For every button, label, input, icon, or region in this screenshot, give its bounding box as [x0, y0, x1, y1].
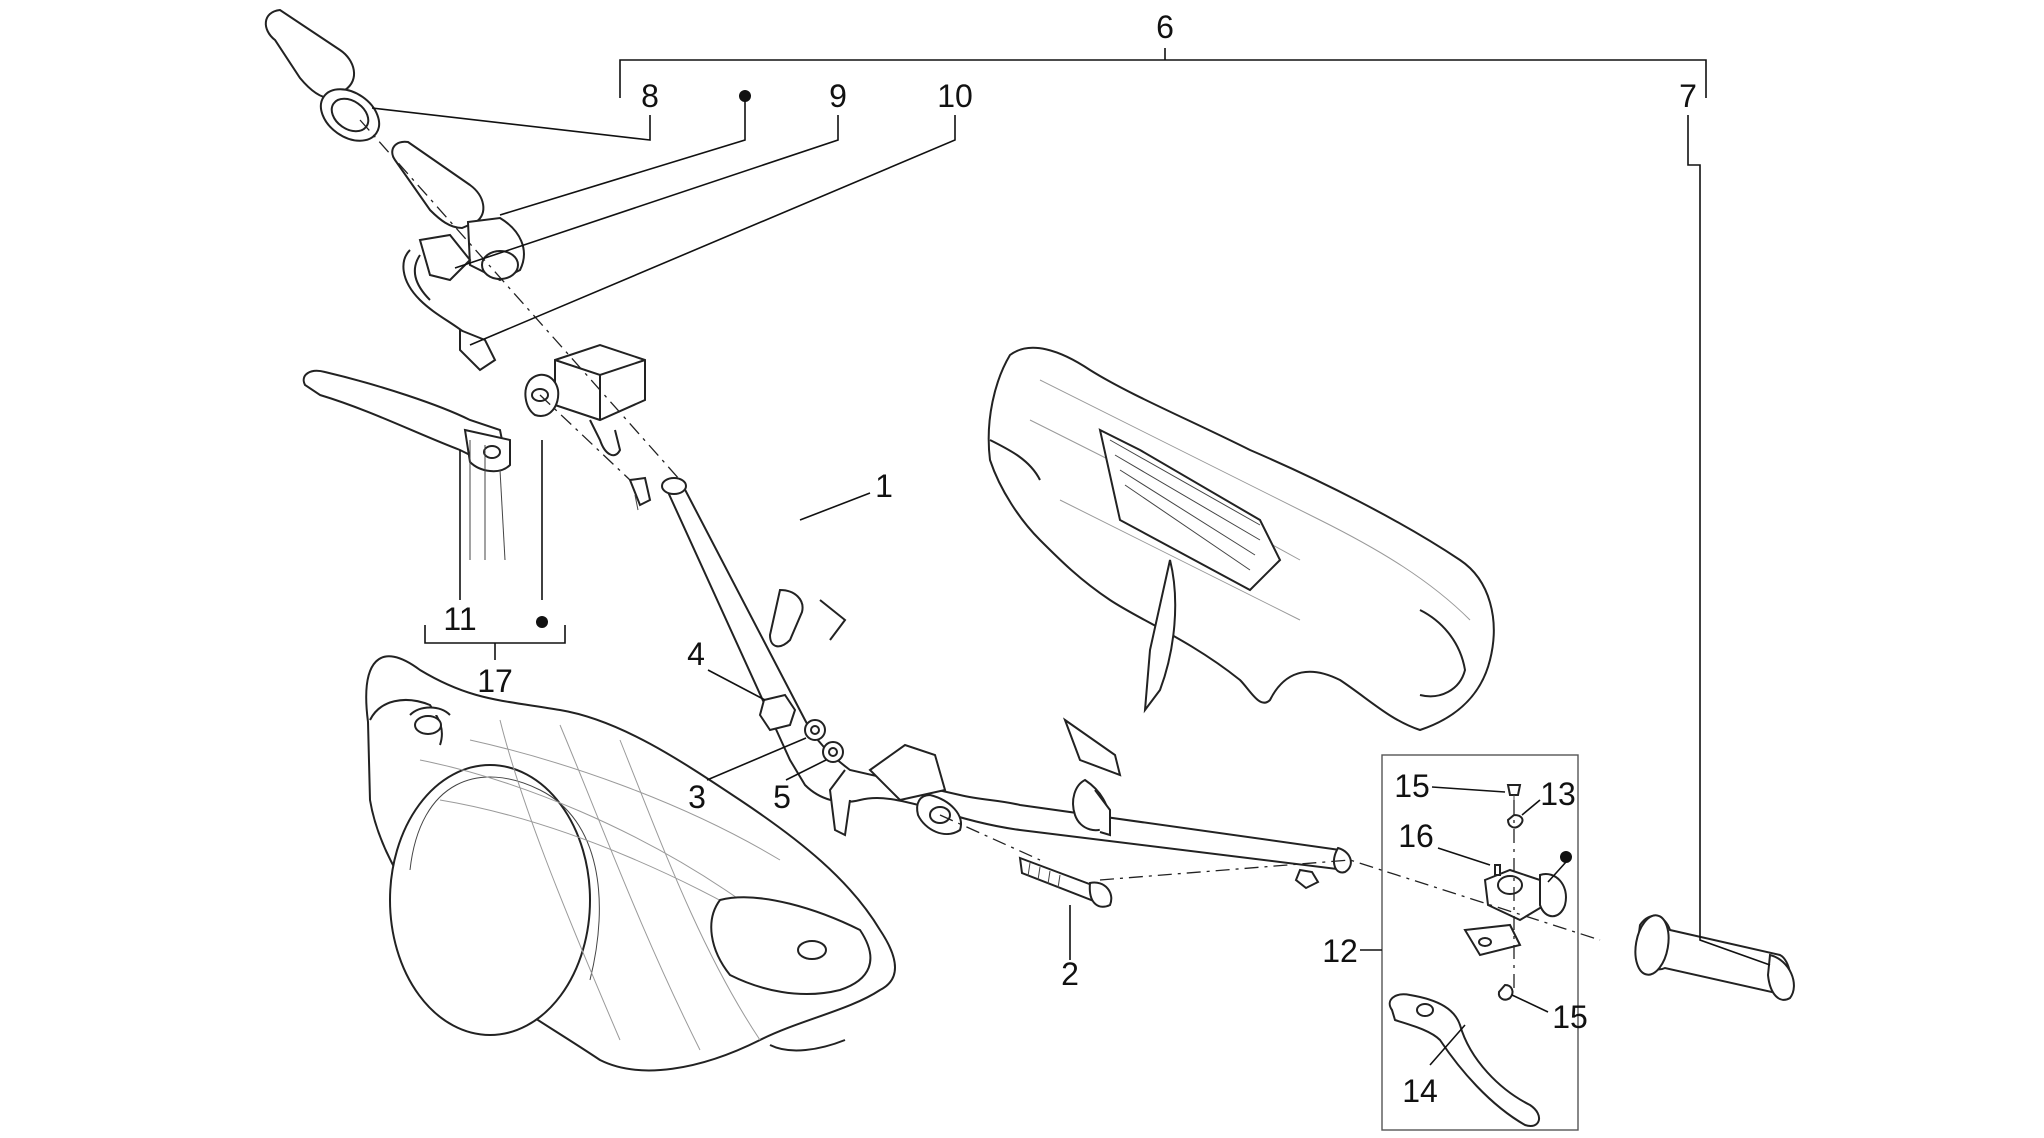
rear-handlebar-cover	[987, 346, 1495, 732]
brake-master-cylinder	[524, 343, 652, 511]
callout-3: 3	[688, 779, 706, 815]
callout-16: 16	[1398, 818, 1434, 854]
filled-dot-icon	[739, 90, 751, 102]
leader-lines	[371, 48, 1771, 1131]
handlebar-tube	[661, 477, 1352, 874]
front-handlebar-cover	[365, 655, 896, 1072]
left-grip-assembly	[264, 8, 525, 372]
callout-10: 10	[937, 78, 973, 114]
filled-dot-icon	[1560, 851, 1572, 863]
callout-13: 13	[1540, 776, 1576, 812]
callout-15-top: 15	[1394, 768, 1430, 804]
callout-11: 11	[443, 601, 476, 637]
callout-14: 14	[1402, 1073, 1438, 1109]
callout-2: 2	[1061, 956, 1079, 992]
callout-8: 8	[641, 78, 659, 114]
callout-9: 9	[829, 78, 847, 114]
assembly-axis-lines	[359, 119, 1601, 990]
callout-labels: 6 8 9 10 7 1 11 17 4 3 5 2 12 15 13 16 1…	[443, 9, 1697, 1109]
filled-dot-icon	[536, 616, 548, 628]
callout-15-bottom: 15	[1552, 999, 1588, 1035]
fasteners	[758, 693, 1113, 908]
callout-12: 12	[1322, 933, 1358, 969]
callout-7: 7	[1679, 78, 1697, 114]
callout-5: 5	[773, 779, 791, 815]
callout-6: 6	[1156, 9, 1174, 45]
callout-1: 1	[875, 468, 893, 504]
right-lever-assembly	[1294, 784, 1567, 1127]
marker-dots	[536, 90, 1572, 863]
right-grip	[1634, 914, 1795, 1001]
callout-4: 4	[687, 636, 705, 672]
callout-17: 17	[477, 663, 513, 699]
left-brake-lever	[302, 369, 511, 561]
